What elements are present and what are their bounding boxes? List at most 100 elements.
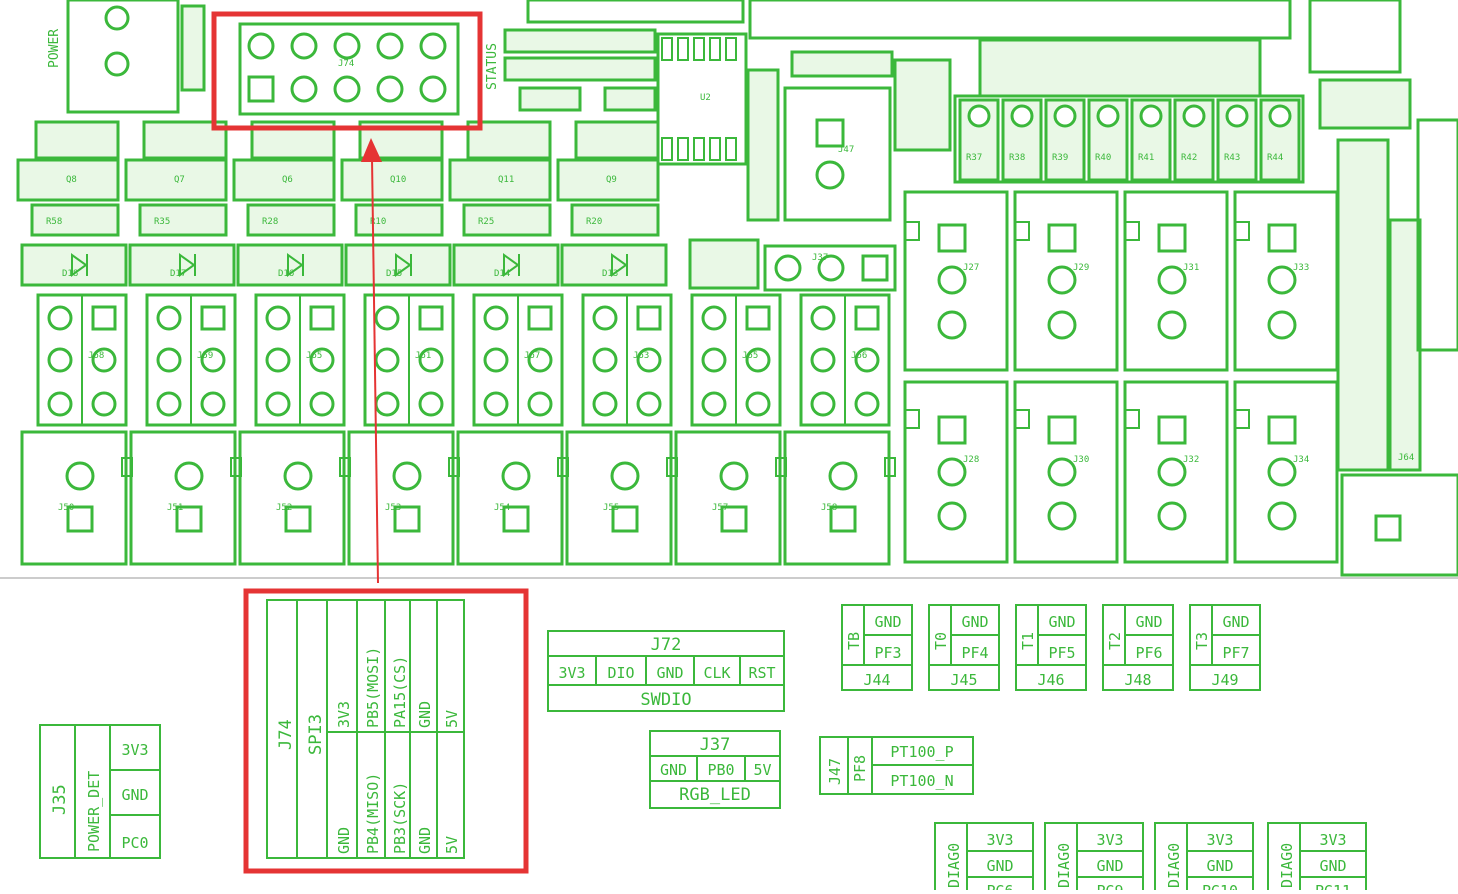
header-pad [418, 391, 444, 417]
diode-body [20, 243, 128, 287]
header-2pin [129, 430, 237, 566]
header-label: J63 [633, 351, 649, 361]
connector-label: J30 [1073, 455, 1089, 465]
header-pad [47, 305, 73, 331]
j35-silk-pin: PC0 [121, 834, 148, 852]
thermistor-silk-ref: J46 [1037, 671, 1064, 689]
j74-silk-pin-top: 3V3 [335, 701, 353, 728]
connector-pad [1047, 457, 1077, 487]
diode-body [236, 243, 344, 287]
header-label: J50 [58, 503, 74, 513]
j74-pad [333, 32, 361, 60]
header-pad [527, 391, 553, 417]
connector-lower [1123, 380, 1229, 564]
header-pad [65, 461, 95, 491]
header-2pin [347, 430, 455, 566]
j74-pad [419, 75, 447, 103]
header-pad [828, 461, 858, 491]
connector-upper [1123, 190, 1229, 372]
header-pad [636, 391, 662, 417]
top-connector [526, 0, 745, 24]
j72-silk-name: SWDIO [640, 690, 691, 710]
header-pad [810, 391, 836, 417]
thermistor-silk-table [1189, 604, 1261, 691]
connector-pad-square [1047, 415, 1077, 445]
u2-passive-column [746, 68, 780, 222]
j35-silk-ref: J35 [50, 784, 70, 815]
header-pad-square [309, 305, 335, 331]
connector-label: J64 [1398, 453, 1414, 463]
header-pad [483, 347, 509, 373]
header-pad [91, 347, 117, 373]
connector-pad [1047, 265, 1077, 295]
connector-pad [937, 501, 967, 531]
j72-silk-pin: RST [748, 664, 775, 682]
right-edge-connector [1416, 118, 1458, 352]
connector-upper [903, 190, 1009, 372]
resistor-label: R35 [154, 217, 170, 227]
connector-pad [1267, 457, 1297, 487]
resistor-label: R28 [262, 217, 278, 227]
j74-board-label: J74 [338, 59, 354, 69]
connector-lower [903, 380, 1009, 564]
diode-symbol [611, 253, 628, 277]
header-pad-square [418, 305, 444, 331]
diag-silk-pin: 3V3 [1096, 831, 1123, 849]
connector-key [1234, 409, 1250, 429]
j37-board-label: J37 [812, 253, 828, 263]
header-pad [47, 391, 73, 417]
pin-label: R37 [966, 153, 982, 163]
thermistor-silk-table [928, 604, 1000, 691]
j47-silk-pin-name: PF8 [851, 755, 869, 782]
header-pad [701, 305, 727, 331]
header-pad-square [829, 505, 857, 533]
header-pad [701, 391, 727, 417]
header-pad [701, 347, 727, 373]
bottom-right-connector [1340, 473, 1458, 577]
diag-silk-table [1044, 822, 1144, 894]
j74-silk-pin-bottom: PB4(MISO) [364, 773, 382, 854]
pin-housing [1130, 98, 1172, 182]
header-pad [636, 347, 662, 373]
header-pad [283, 461, 313, 491]
j74-silk-pin-top: 5V [443, 710, 461, 728]
u2-pins [661, 37, 737, 161]
j72-silk-pin: 3V3 [558, 664, 585, 682]
fet-label: Q10 [390, 175, 406, 185]
diode-symbol [287, 253, 304, 277]
resistor-block [466, 120, 552, 160]
resistor-block [246, 203, 336, 237]
connector-lower [1013, 380, 1119, 564]
header-label: J55 [603, 503, 619, 513]
j37-silk-pin: 5V [753, 761, 771, 779]
header-pad [265, 391, 291, 417]
diag-silk-table [934, 822, 1034, 894]
header-pad [309, 391, 335, 417]
connector-label: J34 [1293, 455, 1309, 465]
pin-pad [1225, 104, 1249, 128]
right-passive-column [1388, 218, 1422, 472]
header-pad-square [175, 505, 203, 533]
header-pad [418, 347, 444, 373]
header-pad-square [854, 305, 880, 331]
diode-body [452, 243, 560, 287]
j74-silk-pin-bottom: GND [335, 827, 353, 854]
u2-chip [656, 32, 748, 166]
header-pad-square [636, 305, 662, 331]
j72-silk-ref: J72 [651, 635, 682, 655]
pin-pad [967, 104, 991, 128]
fet-label: Q9 [606, 175, 617, 185]
header-2pin [565, 430, 673, 566]
connector-key [904, 221, 920, 241]
header-pad [47, 347, 73, 373]
power-label: POWER [47, 29, 62, 68]
header-pad [745, 391, 771, 417]
j47-pad [815, 118, 845, 148]
thermistor-silk-pin: GND [961, 613, 988, 631]
header-pad [854, 391, 880, 417]
board-area: POWER J74 STATUS U2 [0, 0, 1458, 579]
